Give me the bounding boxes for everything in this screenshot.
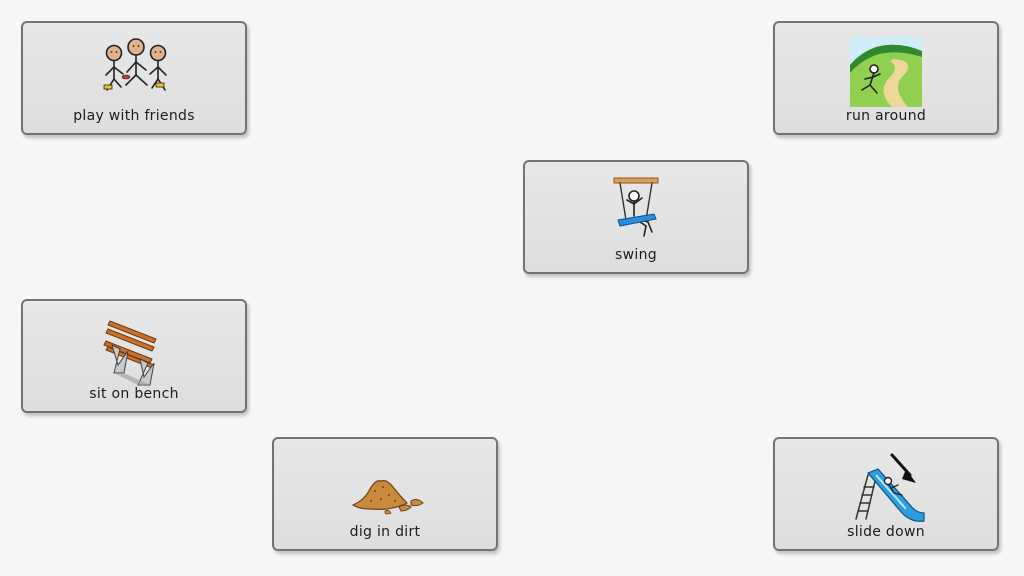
tile-dig-in-dirt[interactable]: dig in dirt (272, 437, 498, 551)
bench-icon (94, 313, 174, 387)
tile-sit-on-bench[interactable]: sit on bench (21, 299, 247, 413)
slide-icon (846, 451, 926, 525)
tile-swing[interactable]: swing (523, 160, 749, 274)
tile-play-with-friends[interactable]: play with friends (21, 21, 247, 135)
dirt-pile-icon (345, 451, 425, 525)
swing-icon (596, 174, 676, 248)
tile-slide-down[interactable]: slide down (773, 437, 999, 551)
tile-label: play with friends (73, 108, 195, 124)
tile-label: swing (615, 247, 657, 263)
tile-label: dig in dirt (349, 524, 421, 540)
tile-run-around[interactable]: run around (773, 21, 999, 135)
tile-label: run around (845, 108, 927, 124)
running-person-icon (846, 35, 926, 109)
tile-label: slide down (847, 524, 925, 540)
friends-playing-icon (94, 35, 174, 109)
tile-label: sit on bench (89, 386, 179, 402)
